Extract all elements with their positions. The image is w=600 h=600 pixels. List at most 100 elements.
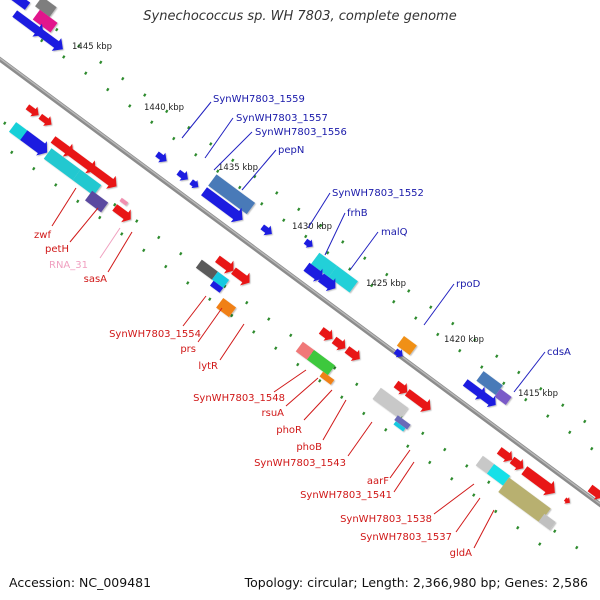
tick-mark — [55, 27, 59, 32]
tick-mark — [546, 414, 550, 418]
gene-cluster-phoR — [295, 327, 360, 385]
tick-mark — [473, 338, 477, 342]
tick-mark — [106, 87, 110, 92]
gene-cluster-top-left — [2, 0, 63, 51]
gene-cluster-malQ — [303, 238, 358, 293]
tick-mark — [32, 166, 36, 171]
tick-mark — [150, 120, 154, 125]
kbp-label-1440: 1440 kbp — [144, 103, 184, 113]
tick-mark — [392, 299, 396, 304]
gene-lightgray — [538, 513, 556, 531]
gene-label-1554: SynWH7803_1554 — [109, 329, 201, 340]
gene-darkgray — [195, 259, 218, 280]
tick-mark — [384, 427, 388, 432]
tick-mark — [517, 370, 521, 375]
gene-rpoD — [393, 336, 417, 358]
tick-mark — [465, 464, 469, 468]
gene-orange — [319, 371, 335, 385]
gene-cyan — [328, 265, 358, 293]
gene-blue-arrow — [260, 224, 272, 236]
tick-mark — [304, 234, 308, 239]
tick-mark — [275, 191, 279, 195]
tick-mark — [421, 431, 425, 436]
gene-label-phoR: phoR — [276, 425, 302, 436]
tick-mark — [3, 121, 7, 125]
tick-mark — [524, 397, 528, 402]
tick-mark — [428, 460, 432, 465]
tick-mark — [216, 169, 220, 173]
kbp-label-1415: 1415 kbp — [518, 389, 558, 399]
kbp-label-1430: 1430 kbp — [292, 222, 332, 232]
tick-mark — [362, 411, 366, 416]
tick-mark — [208, 297, 212, 302]
gene-label-sasA: sasA — [84, 274, 108, 285]
tick-mark — [135, 219, 139, 223]
gene-cyan — [311, 252, 338, 278]
tick-mark — [480, 365, 484, 369]
gene-label-1559: SynWH7803_1559 — [213, 94, 305, 105]
gene-label-1548: SynWH7803_1548 — [193, 393, 285, 404]
genome-backbone — [0, 56, 600, 508]
gene-label-aarF: aarF — [367, 476, 389, 487]
gene-label-rna31: RNA_31 — [49, 260, 88, 271]
tick-mark — [341, 240, 345, 244]
tick-mark — [40, 38, 44, 43]
tick-mark — [165, 109, 169, 114]
tick-mark — [568, 430, 572, 435]
gene-label-1552: SynWH7803_1552 — [332, 188, 424, 199]
gene-red-arrow — [496, 447, 513, 462]
tick-mark — [84, 71, 88, 76]
tick-mark — [252, 330, 256, 334]
gene-labels-bottom: zwf petH RNA_31 sasA SynWH7803_1554 prs … — [34, 230, 472, 559]
gene-lightgray — [372, 387, 409, 420]
gene-cyan — [486, 464, 511, 486]
gene-cyan — [393, 421, 406, 432]
tick-mark — [128, 104, 132, 108]
gene-cluster-prs — [195, 255, 250, 318]
tick-mark — [326, 250, 330, 255]
leader-lines-bottom — [51, 187, 495, 549]
gene-cyan — [72, 169, 102, 196]
tick-mark — [407, 289, 411, 293]
gene-cyan — [43, 148, 81, 181]
tick-mark — [318, 379, 322, 383]
gene-blue-arrow — [176, 169, 188, 181]
tick-mark — [539, 386, 543, 391]
gene-blue-arrow — [478, 391, 496, 408]
tick-mark — [231, 158, 235, 163]
gene-steelblue — [208, 174, 256, 215]
gene-features — [2, 0, 600, 531]
tick-mark — [209, 142, 213, 146]
genome-summary: Topology: circular; Length: 2,366,980 bp… — [244, 575, 588, 590]
tick-mark — [370, 283, 374, 288]
gene-purple — [494, 388, 512, 405]
tick-mark — [363, 256, 367, 261]
gene-label-rpoD: rpoD — [456, 279, 481, 290]
tick-mark — [260, 201, 264, 206]
tick-mark — [157, 235, 161, 240]
tick-mark — [10, 150, 14, 155]
tick-mark — [406, 444, 410, 448]
gene-red-arrow — [404, 389, 431, 412]
gene-red-arrow — [25, 104, 39, 117]
gene-cluster-aarF — [372, 380, 431, 432]
tick-mark — [274, 346, 278, 351]
tick-mark — [142, 248, 146, 253]
gene-red-arrow — [38, 113, 52, 126]
tick-mark — [143, 93, 147, 97]
tick-mark — [267, 317, 271, 321]
tick-mark — [223, 284, 227, 289]
tick-mark — [186, 281, 190, 285]
gene-red-arrow — [90, 165, 117, 189]
gene-red-arrow — [563, 497, 570, 504]
gene-slate — [394, 415, 411, 430]
gene-blue-arrow — [189, 179, 199, 189]
tick-mark — [472, 493, 476, 497]
tick-mark — [164, 264, 168, 269]
gene-salmon — [295, 341, 315, 360]
gene-red-arrow — [393, 380, 408, 395]
tick-mark — [120, 232, 124, 236]
gene-blue-arrow — [317, 273, 336, 292]
gene-blue-arrow — [155, 151, 167, 163]
